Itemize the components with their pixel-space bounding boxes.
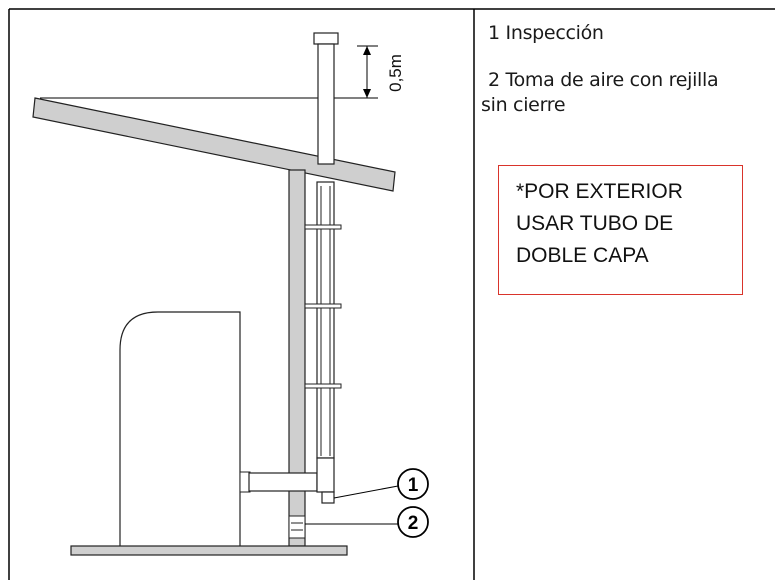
- stove-body: [119, 311, 241, 546]
- legend-item-air-intake: 2 Toma de aire con rejilla sin cierre: [481, 68, 775, 118]
- legend-item-air-intake-line-1: 2 Toma de aire con rejilla: [488, 69, 719, 91]
- chimney-cap: [313, 32, 339, 45]
- dimension-label: 0,5m: [386, 54, 405, 92]
- flue-pipe-outer: [316, 181, 335, 459]
- air-intake-grille: [288, 515, 306, 539]
- dimension-arrow-bottom: [363, 89, 371, 98]
- callout-1-number: 1: [408, 475, 419, 496]
- t-connector: [316, 457, 335, 493]
- roof-slab: [32, 97, 396, 192]
- wall-bracket-1: [304, 224, 342, 230]
- floor: [70, 545, 348, 556]
- flue-pipe-upper: [317, 43, 335, 165]
- legend-item-air-intake-line-2: sin cierre: [481, 94, 566, 116]
- wall-bracket-3: [304, 383, 342, 389]
- callout-2-number: 2: [408, 513, 419, 534]
- callout-1-leader: [333, 485, 399, 499]
- callout-1-circle: [397, 468, 429, 500]
- horizontal-connector-pipe: [248, 472, 318, 492]
- exterior-note-text: *POR EXTERIOR USAR TUBO DE DOBLE CAPA: [516, 180, 683, 267]
- wall-bracket-2: [304, 303, 342, 309]
- callout-2-circle: [397, 506, 429, 538]
- exterior-note-box: *POR EXTERIOR USAR TUBO DE DOBLE CAPA: [498, 165, 743, 295]
- dimension-arrow-top: [363, 46, 371, 55]
- inspection-cap: [321, 491, 335, 504]
- legend-item-inspection: 1 Inspección: [488, 22, 604, 44]
